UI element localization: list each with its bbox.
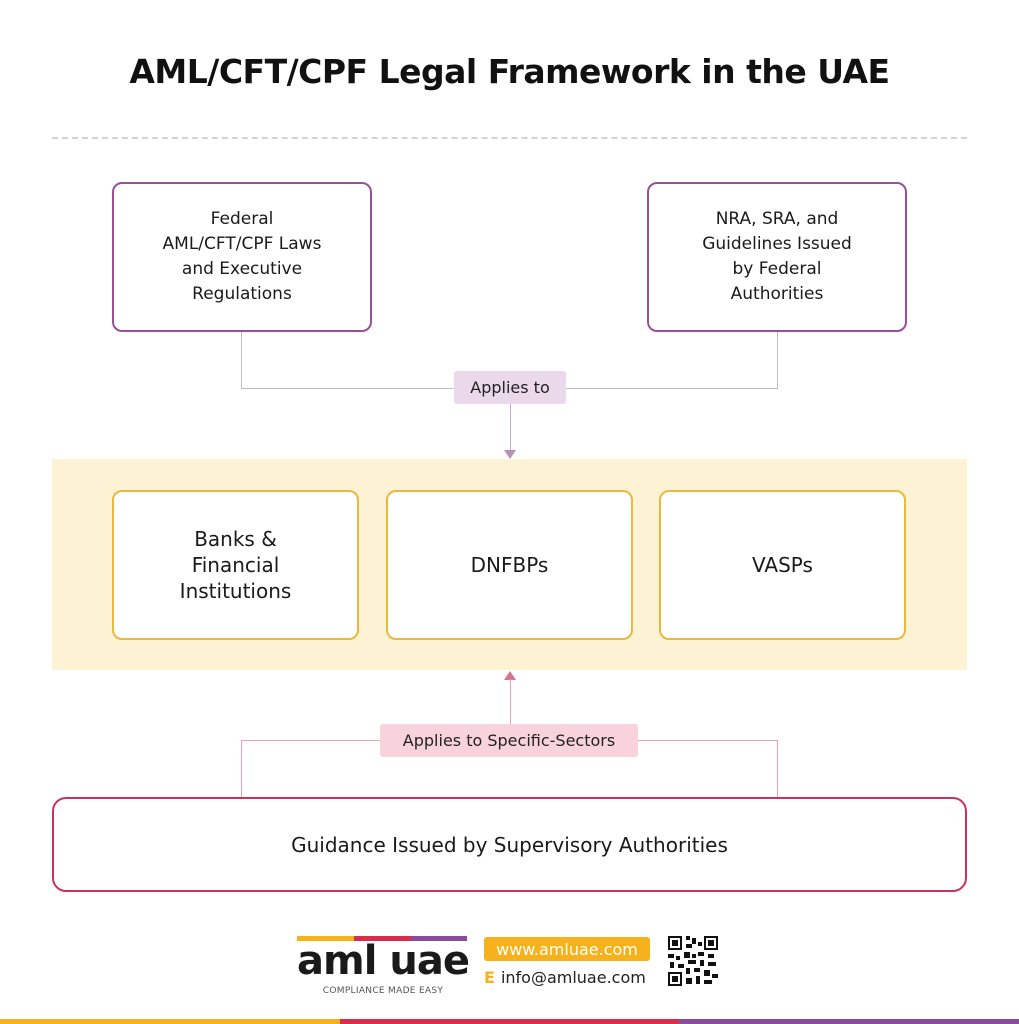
dashed-divider bbox=[52, 137, 967, 139]
vasps-label: VASPs bbox=[752, 553, 813, 577]
federal-laws-line: AML/CFT/CPF Laws bbox=[162, 234, 322, 254]
qr-code-icon bbox=[668, 936, 718, 986]
dnfbps-box: DNFBPs bbox=[386, 490, 633, 640]
applies-to-label: Applies to bbox=[454, 371, 566, 404]
connector-line bbox=[777, 332, 778, 389]
connector-line bbox=[510, 679, 511, 725]
guidance-box: Guidance Issued by Supervisory Authoriti… bbox=[52, 797, 967, 892]
logo-color-bars bbox=[297, 936, 467, 941]
federal-laws-line: Federal bbox=[210, 209, 274, 229]
nra-guidelines-line: Guidelines Issued bbox=[702, 234, 852, 254]
arrow-up-icon bbox=[504, 671, 516, 680]
connector-line bbox=[241, 332, 242, 389]
connector-line bbox=[510, 404, 511, 450]
applies-to-specific-sectors-label: Applies to Specific-Sectors bbox=[380, 724, 638, 757]
aml-uae-logo: aml uae COMPLIANCE MADE EASY bbox=[297, 936, 470, 996]
nra-guidelines-line: by Federal bbox=[732, 259, 822, 279]
banks-line: Institutions bbox=[179, 579, 292, 603]
arrow-down-icon bbox=[504, 450, 516, 459]
banks-line: Banks & bbox=[194, 527, 277, 551]
connector-line bbox=[777, 740, 778, 797]
dnfbps-label: DNFBPs bbox=[470, 553, 549, 577]
bottom-color-bar bbox=[0, 1019, 1019, 1024]
logo-tagline: COMPLIANCE MADE EASY bbox=[322, 986, 444, 996]
nra-guidelines-box: NRA, SRA, and Guidelines Issued by Feder… bbox=[647, 182, 907, 332]
email-label: E bbox=[484, 968, 495, 987]
banks-line: Financial bbox=[191, 553, 280, 577]
nra-guidelines-line: Authorities bbox=[730, 284, 824, 304]
banks-box: Banks & Financial Institutions bbox=[112, 490, 359, 640]
federal-laws-line: Regulations bbox=[192, 284, 292, 304]
page-title: AML/CFT/CPF Legal Framework in the UAE bbox=[129, 52, 890, 91]
website-link[interactable]: www.amluae.com bbox=[484, 937, 650, 961]
vasps-box: VASPs bbox=[659, 490, 906, 640]
connector-line bbox=[241, 740, 242, 797]
logo-text: aml uae bbox=[297, 938, 470, 984]
federal-laws-box: Federal AML/CFT/CPF Laws and Executive R… bbox=[112, 182, 372, 332]
guidance-label: Guidance Issued by Supervisory Authoriti… bbox=[291, 832, 728, 857]
nra-guidelines-line: NRA, SRA, and bbox=[715, 209, 839, 229]
email-link[interactable]: info@amluae.com bbox=[500, 968, 646, 987]
federal-laws-line: and Executive bbox=[181, 259, 303, 279]
